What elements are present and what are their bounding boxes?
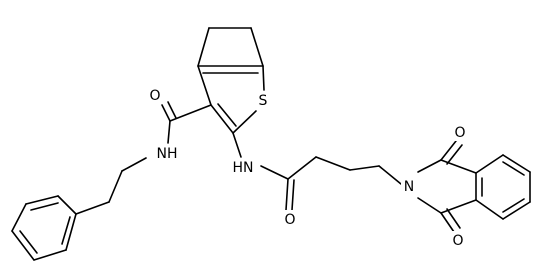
bond (285, 178, 289, 211)
bond (232, 110, 257, 134)
atom-label-chain-nh-text: HN (233, 160, 254, 176)
bond (349, 165, 380, 171)
atom-label-imide-nitrogen-text: N (404, 179, 414, 195)
bond (19, 230, 38, 254)
bond (232, 132, 242, 158)
atom-label-imide-oxygen-top-text: O (454, 125, 465, 141)
bond (108, 170, 123, 203)
bond (169, 104, 212, 122)
bond (250, 27, 264, 67)
bond (25, 195, 59, 205)
bond (502, 201, 531, 220)
bond (30, 202, 59, 211)
bond (167, 120, 171, 144)
atom-label-imide-nitrogen: N (401, 177, 418, 195)
bond (315, 156, 351, 171)
bond (11, 203, 27, 232)
atom-label-imide-oxygen-bottom-text: O (452, 233, 463, 249)
bond (440, 199, 477, 214)
atom-label-sulfur: S (255, 91, 271, 109)
atom-label-amide-oxygen-text: O (149, 88, 160, 104)
bond (33, 249, 67, 261)
bond (197, 65, 212, 106)
bond (502, 161, 525, 176)
atom-label-amide-nh-text: NH (157, 146, 178, 162)
atom-label-imide-oxygen-bottom: O (450, 231, 466, 249)
bond (446, 208, 461, 229)
bond (61, 216, 71, 245)
bond (167, 101, 177, 119)
bond (217, 103, 237, 127)
bond (446, 144, 463, 165)
bond (417, 159, 442, 173)
atom-label-amide-nh: NH (153, 144, 181, 162)
bond (121, 157, 147, 172)
bond (210, 104, 234, 134)
bond (75, 201, 110, 215)
bond (197, 27, 210, 67)
bond (475, 199, 504, 220)
bond (262, 65, 265, 91)
bond (475, 154, 504, 174)
atom-label-chain-oxygen: O (282, 210, 298, 228)
bond (260, 165, 289, 180)
bond (440, 140, 457, 161)
atom-label-chain-oxygen-text: O (284, 212, 295, 228)
bond (378, 165, 402, 185)
bond (65, 213, 77, 251)
bond (57, 195, 77, 215)
bond (291, 179, 295, 211)
bond (440, 212, 455, 233)
bond (287, 156, 317, 180)
bond (417, 197, 442, 214)
bond (502, 154, 531, 173)
bond (440, 159, 477, 174)
bond (161, 104, 171, 122)
bond (502, 198, 525, 213)
atom-label-amide-oxygen: O (147, 86, 163, 104)
atom-label-chain-nh: HN (228, 158, 258, 176)
atom-label-imide-oxygen-top: O (452, 123, 468, 141)
bond (11, 230, 35, 261)
atom-label-sulfur-text: S (259, 93, 268, 109)
